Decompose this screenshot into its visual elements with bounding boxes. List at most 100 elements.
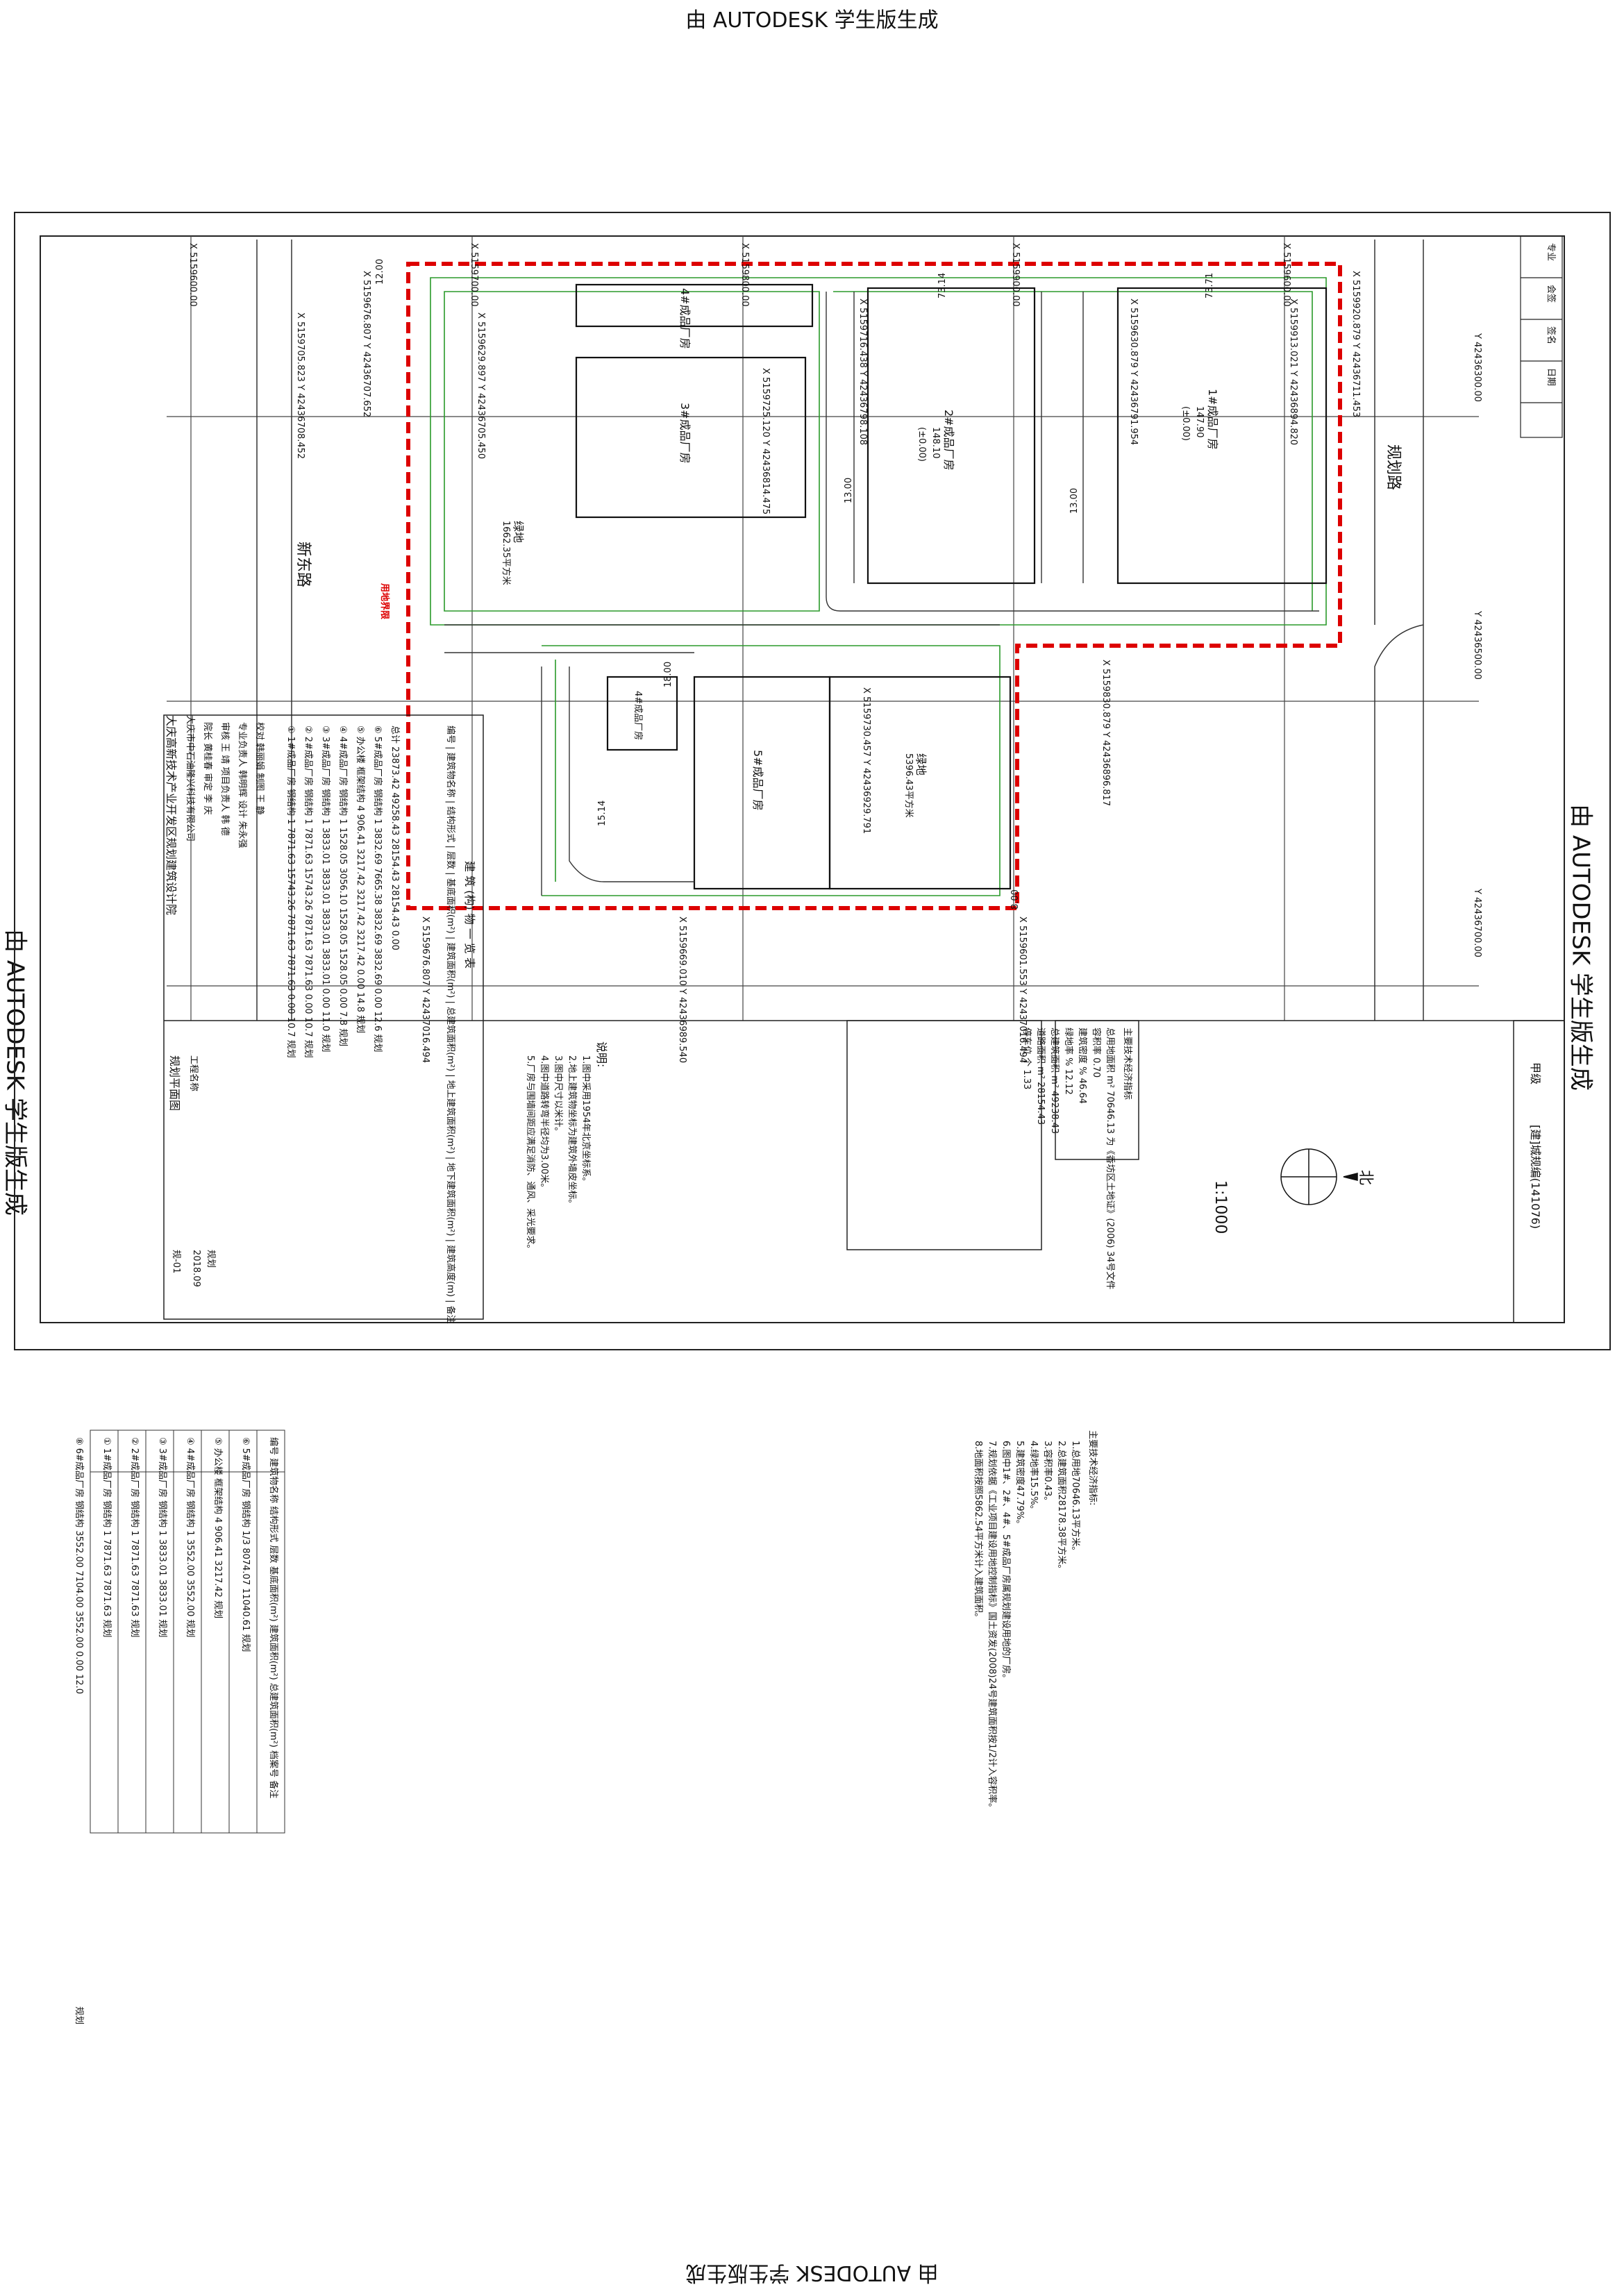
drawing-no: 规-01 bbox=[171, 1250, 181, 1274]
lower-table-row: ③ 3#成品厂房 钢结构 1 3833.01 3833.01 规划 bbox=[157, 1437, 167, 1638]
point-coord: X 5159676.807 Y 42436707.652 bbox=[361, 271, 371, 418]
institute-name: 大庆高新技术产业开发区规划建筑设计院 bbox=[165, 715, 178, 916]
lower-table-row: ⑥ 5#成品厂房 钢结构 1/3 8074.07 11040.61 规划 bbox=[240, 1437, 251, 1652]
note-item: 1.图中采用1954年北京坐标系。 bbox=[580, 1055, 591, 1187]
certificate-label: [建]城规编(141076) bbox=[1529, 1125, 1542, 1230]
note-item: 5.厂房与围墙间距应满足消防、通风、采光要求。 bbox=[525, 1055, 535, 1254]
watermark-top: 由 AUTODESK 学生版生成 bbox=[685, 8, 939, 33]
coord-right-1: Y 42436300.00 bbox=[1472, 333, 1482, 402]
building-table-header: 编号 | 建筑物名称 | 结构形式 | 层数 | 基底面积(m²) | 建筑面积… bbox=[445, 726, 455, 1324]
roads bbox=[256, 240, 1424, 1021]
roles-row: 审核 王 靖 项目负责人 韩 德 bbox=[219, 722, 230, 836]
roles-row: 校对 韩丽娟 制图 王 静 bbox=[254, 722, 265, 815]
north-label: 北 bbox=[1357, 1170, 1374, 1186]
building-table-row: ④ 4#成品厂房 钢结构 1 1528.05 3056.10 1528.05 1… bbox=[337, 726, 348, 1047]
point-coord: X 5159669.010 Y 42436989.540 bbox=[677, 916, 687, 1064]
dim-label: 8.00 bbox=[1010, 889, 1021, 910]
lower-table-row: ① 1#成品厂房 钢结构 1 7871.63 7871.63 规划 bbox=[101, 1437, 112, 1638]
lower-table-row: ② 2#成品厂房 钢结构 1 7871.63 7871.63 规划 bbox=[129, 1437, 140, 1638]
roles-row: 专业负责人 韩明辉 设计 朱永强 bbox=[237, 722, 247, 848]
building-table-row: 总计 23873.42 49258.43 28154.43 28154.43 0… bbox=[390, 726, 400, 950]
internal-roads bbox=[444, 292, 1319, 896]
drawing-name: 规划平面图 bbox=[168, 1055, 181, 1112]
site-boundary bbox=[406, 262, 1342, 910]
building-1 bbox=[1116, 287, 1328, 585]
lower-note-item: 7.规划依据《工业项目建设用地控制指标》国土资发(2008)24号建筑面积按1/… bbox=[987, 1441, 997, 1813]
lower-note-item: 1.总用地70646.13平方米。 bbox=[1070, 1441, 1080, 1556]
building-table-row: ⑤ 办公楼 框架结构 4 906.41 3217.42 3217.42 3217… bbox=[355, 726, 365, 1034]
coord-top-3: X 5159800.00 bbox=[739, 243, 750, 307]
dim-label: 18.00 bbox=[663, 661, 673, 687]
stats-row: 绿地率 % 12.12 bbox=[1063, 1028, 1073, 1095]
parking-block bbox=[828, 676, 1012, 890]
stats-row: 建筑密度 % 46.64 bbox=[1077, 1028, 1087, 1104]
building-1-area: 147.90 bbox=[1194, 406, 1205, 438]
building-4-label: 4#成品厂房 bbox=[633, 691, 643, 741]
dim-label: 15.14 bbox=[597, 800, 608, 826]
lower-table-row: ⑤ 办公楼 框架结构 4 906.41 3217.42 规划 bbox=[212, 1437, 223, 1619]
green-lines bbox=[430, 277, 1327, 896]
coordinate-grid bbox=[167, 236, 1479, 1021]
stats-row: 总建筑面积 m² 49238.43 bbox=[1049, 1028, 1060, 1134]
lower-table-row: ⑧ 6#成品厂房 钢结构 3552.00 7104.00 3552.00 0.0… bbox=[74, 1437, 84, 1695]
building-table-row: ⑥ 5#成品厂房 钢结构 1 3832.69 7665.38 3832.69 3… bbox=[372, 726, 383, 1053]
point-coord: X 5159730.457 Y 42436929.791 bbox=[861, 687, 871, 835]
road-label-west: 新东路 bbox=[294, 542, 312, 588]
site-boundary-label: 用地界限 bbox=[379, 583, 390, 620]
building-2-label: 2#成品厂房 bbox=[942, 410, 955, 471]
dim-label: 13.00 bbox=[844, 477, 854, 503]
lower-note-item: 4.绿地率15.5%。 bbox=[1028, 1441, 1039, 1514]
dim-label: 73.14 bbox=[937, 272, 948, 299]
building-table-row: ② 2#成品厂房 钢结构 1 7871.63 15743.26 7871.63 … bbox=[303, 726, 313, 1058]
strip-label-4: 日期 bbox=[1546, 368, 1556, 387]
point-coord: X 5159676.807 Y 42437016.494 bbox=[420, 916, 430, 1064]
coord-top-5: X 5159600.00 bbox=[1281, 243, 1291, 307]
lower-notes-title: 主要技术经济指标: bbox=[1087, 1430, 1098, 1506]
coord-top-2: X 5159700.00 bbox=[469, 243, 479, 307]
lower-table-final-note: 规划 bbox=[74, 2006, 84, 2025]
road-label-east: 规划路 bbox=[1384, 444, 1402, 491]
dim-label: 12.00 bbox=[375, 258, 385, 285]
coord-right-3: Y 42436700.00 bbox=[1472, 889, 1482, 957]
client-name: 大庆市中石油隆兴科技有限公司 bbox=[185, 715, 195, 842]
north-arrow-icon bbox=[1280, 1148, 1358, 1205]
stats-row: 容积率 0.70 bbox=[1091, 1028, 1101, 1078]
stats-title: 主要技术经济指标 bbox=[1122, 1028, 1132, 1100]
point-coord: X 5159705.823 Y 42436708.452 bbox=[295, 312, 305, 460]
lower-note-item: 5.建筑密度47.79%。 bbox=[1014, 1441, 1025, 1529]
building-5-label: 5#成品厂房 bbox=[751, 750, 764, 811]
lower-note-item: 8.地面积按照5862.54平方米计入建筑面积。 bbox=[973, 1441, 983, 1623]
lower-note-item: 6.图中1#、2#、4#、5#成品厂房属规划建设用地的厂房。 bbox=[1001, 1441, 1011, 1684]
drawing-date: 2018.09 bbox=[191, 1250, 201, 1287]
building-1-label: 1#成品厂房 bbox=[1206, 389, 1219, 450]
point-coord: X 5159913.021 Y 42436894.820 bbox=[1288, 299, 1298, 446]
parking-area: 5396.43平方米 bbox=[903, 753, 914, 818]
lower-note-item: 2.总建筑面积28178.38平方米。 bbox=[1056, 1441, 1066, 1574]
building-table-row: ① 1#成品厂房 钢结构 1 7871.63 15743.26 7871.63 … bbox=[285, 726, 296, 1058]
building-2-level: (±0.00) bbox=[916, 427, 927, 462]
building-2 bbox=[867, 287, 1036, 585]
dim-label: 73.71 bbox=[1205, 272, 1215, 299]
building-table-row: ③ 3#成品厂房 钢结构 1 3833.01 3833.01 3833.01 3… bbox=[320, 726, 330, 1053]
building-1-level: (±0.00) bbox=[1180, 406, 1191, 441]
note-item: 4.图中道路转弯半径均为3.00米。 bbox=[539, 1055, 549, 1193]
note-item: 2.地上建筑物坐标为建筑外墙皮坐标。 bbox=[567, 1055, 577, 1209]
coord-top-1: X 5159600.00 bbox=[187, 243, 198, 307]
point-coord: X 5159830.879 Y 42436896.817 bbox=[1100, 660, 1111, 807]
buildings bbox=[575, 283, 1328, 890]
green-area-value: 1662.35平方米 bbox=[501, 521, 511, 585]
building-6 bbox=[575, 283, 814, 328]
point-coord: X 5159630.879 Y 42436791.954 bbox=[1128, 299, 1139, 446]
building-2-area: 148.10 bbox=[930, 427, 941, 459]
coord-right-2: Y 42436500.00 bbox=[1472, 611, 1482, 680]
scale-label: 1:1000 bbox=[1212, 1180, 1229, 1234]
dim-label: 13.00 bbox=[1069, 487, 1080, 514]
strip-label-1: 专业 bbox=[1546, 243, 1556, 262]
lower-table-header: 编号 建筑物名称 结构形式 层数 基底面积(m²) 建筑面积(m²) 总建筑面积… bbox=[268, 1437, 278, 1799]
title-block-frame bbox=[163, 714, 1565, 1323]
point-coord: X 5159629.897 Y 42436705.450 bbox=[476, 312, 486, 460]
building-3-label: 3#成品厂房 bbox=[678, 403, 692, 464]
building-3 bbox=[575, 356, 807, 519]
building-6-label: 4#成品厂房 bbox=[678, 288, 692, 349]
